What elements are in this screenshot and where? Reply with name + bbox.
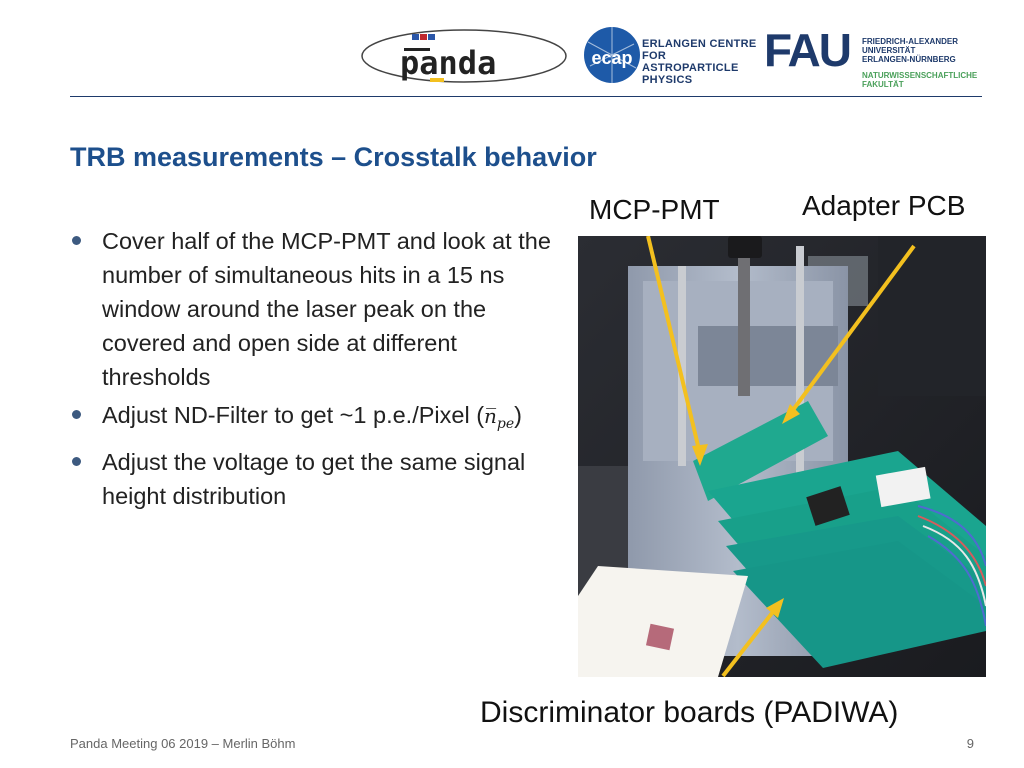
mcp-pmt-label: MCP-PMT bbox=[589, 194, 720, 225]
panda-logo: panda bbox=[360, 22, 580, 88]
ecap-line-1: ERLANGEN CENTRE bbox=[642, 38, 757, 50]
ecap-line-2: FOR ASTROPARTICLE bbox=[642, 50, 739, 74]
setup-photo bbox=[578, 236, 986, 677]
bullet-item: Cover half of the MCP-PMT and look at th… bbox=[72, 224, 552, 394]
bullet-item: Adjust ND-Filter to get ~1 p.e./Pixel (n… bbox=[72, 398, 552, 441]
adapter-pcb-label: Adapter PCB bbox=[802, 190, 966, 221]
ecap-logo: ecap ERLANGEN CENTRE FOR ASTROPARTICLE P… bbox=[582, 22, 758, 88]
bullet-item: Adjust the voltage to get the same signa… bbox=[72, 445, 552, 513]
ecap-line-3: PHYSICS bbox=[642, 74, 693, 86]
bullet-text: Cover half of the MCP-PMT and look at th… bbox=[102, 228, 551, 390]
fau-line-1: FRIEDRICH-ALEXANDER bbox=[862, 37, 958, 46]
footer-text: Panda Meeting 06 2019 – Merlin Böhm bbox=[70, 736, 296, 751]
bullet-dot-icon bbox=[72, 236, 81, 245]
fau-line-2: UNIVERSITÄT bbox=[862, 46, 916, 55]
fau-line-3: ERLANGEN-NÜRNBERG bbox=[862, 55, 956, 64]
bullet-dot-icon bbox=[72, 410, 81, 419]
slide-title: TRB measurements – Crosstalk behavior bbox=[70, 142, 597, 172]
npe-math: n̅pe bbox=[484, 404, 514, 432]
fau-faculty-line-1: NATURWISSENSCHAFTLICHE bbox=[862, 71, 978, 80]
discriminator-label: Discriminator boards (PADIWA) bbox=[480, 696, 899, 729]
fau-faculty-line-2: FAKULTÄT bbox=[862, 80, 904, 89]
fau-logo-text: FAU bbox=[764, 24, 850, 74]
bullet-dot-icon bbox=[72, 457, 81, 466]
fau-faculty: NATURWISSENSCHAFTLICHE FAKULTÄT bbox=[862, 71, 977, 89]
panda-logo-text: panda bbox=[400, 44, 496, 82]
page-number: 9 bbox=[966, 736, 974, 751]
fau-logo: FAU FRIEDRICH-ALEXANDER UNIVERSITÄT ERLA… bbox=[764, 22, 994, 89]
ecap-logo-text: ecap bbox=[591, 48, 632, 68]
bullet-text: Adjust ND-Filter to get ~1 p.e./Pixel ( bbox=[102, 402, 485, 428]
bullet-close-paren: ) bbox=[514, 402, 522, 428]
ecap-name: ERLANGEN CENTRE FOR ASTROPARTICLE PHYSIC… bbox=[642, 38, 758, 86]
npe-subscript: pe bbox=[496, 416, 515, 432]
npe-base: n̅ bbox=[484, 404, 497, 428]
bullet-list: Cover half of the MCP-PMT and look at th… bbox=[72, 224, 552, 517]
header-divider bbox=[70, 96, 982, 97]
fau-name: FRIEDRICH-ALEXANDER UNIVERSITÄT ERLANGEN… bbox=[862, 37, 977, 89]
bullet-text: Adjust the voltage to get the same signa… bbox=[102, 449, 526, 509]
